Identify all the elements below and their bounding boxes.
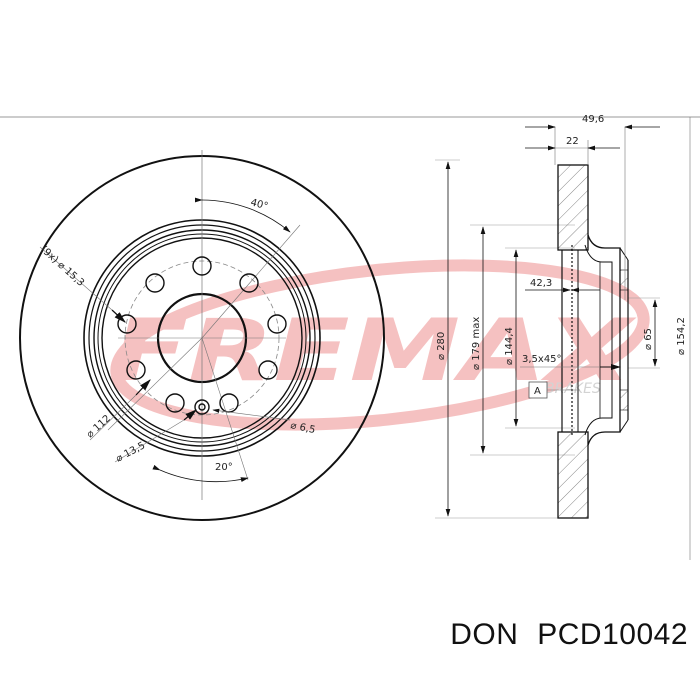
svg-text:(9x) ⌀ 15,3: (9x) ⌀ 15,3: [38, 244, 86, 289]
fremax-watermark: FREMAX BRAKES: [110, 259, 650, 431]
svg-text:⌀ 13,5: ⌀ 13,5: [114, 440, 147, 464]
svg-text:20°: 20°: [215, 462, 233, 473]
svg-text:⌀ 280: ⌀ 280: [436, 332, 447, 360]
svg-text:⌀ 154,2: ⌀ 154,2: [676, 317, 687, 355]
bolt-holes: [117, 256, 287, 415]
svg-text:⌀ 179 max: ⌀ 179 max: [471, 317, 482, 370]
side-view: 49,6 22 42,3 3,5x45° A ⌀ 280 ⌀ 179 max ⌀…: [435, 114, 691, 560]
svg-text:42,3: 42,3: [530, 278, 552, 289]
brand-label: DON: [450, 618, 519, 651]
disc-section-bottom: [557, 431, 589, 519]
svg-text:⌀ 65: ⌀ 65: [643, 328, 654, 350]
svg-text:40°: 40°: [249, 197, 269, 212]
svg-text:⌀ 144,4: ⌀ 144,4: [504, 327, 515, 365]
svg-text:49,6: 49,6: [582, 114, 604, 125]
svg-text:⌀ 112: ⌀ 112: [85, 413, 113, 440]
svg-text:⌀ 6,5: ⌀ 6,5: [289, 420, 316, 436]
part-number: PCD10042: [537, 618, 688, 651]
disc-section-top: [557, 164, 589, 251]
svg-text:A: A: [534, 386, 541, 397]
part-caption: DON PCD10042: [450, 618, 688, 652]
svg-text:FREMAX: FREMAX: [112, 301, 637, 401]
svg-text:3,5x45°: 3,5x45°: [522, 354, 562, 365]
svg-text:22: 22: [566, 136, 579, 147]
svg-text:BRAKES: BRAKES: [545, 381, 601, 397]
